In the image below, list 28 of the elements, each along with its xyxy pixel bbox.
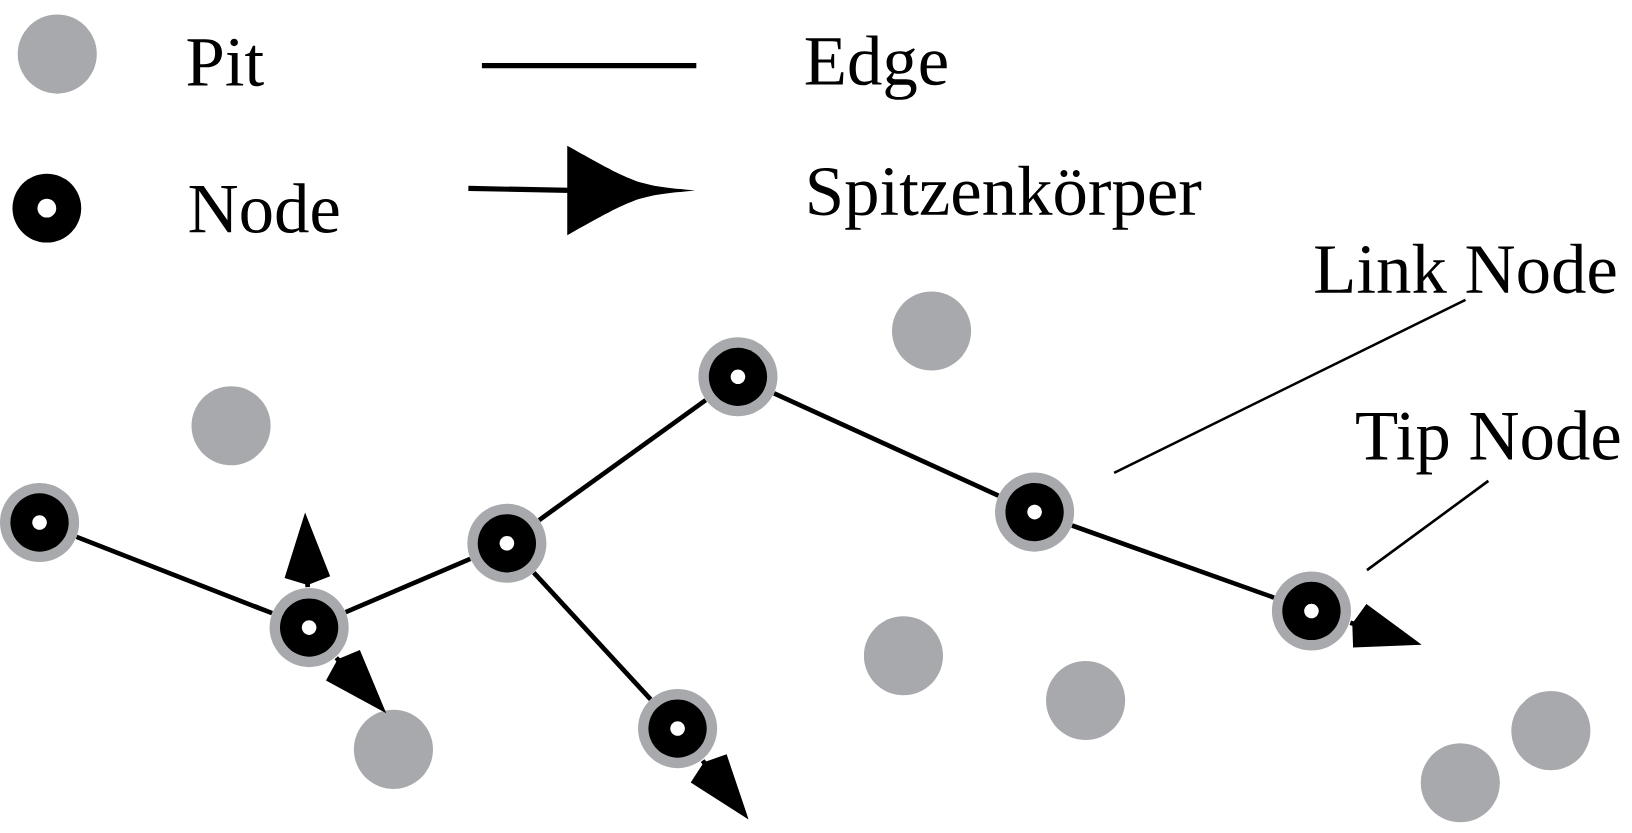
node-circle — [638, 689, 718, 769]
node-circle — [1271, 571, 1351, 651]
legend-label: Node — [189, 183, 339, 234]
pit-circle — [1420, 743, 1500, 823]
pit-circle — [353, 709, 433, 789]
edge-line — [1071, 523, 1275, 600]
node-label: Link Node — [1315, 243, 1616, 294]
node-circle — [269, 588, 349, 668]
node-label: Tip Node — [1356, 410, 1620, 475]
edge-line — [532, 570, 653, 701]
node-circle — [467, 503, 547, 583]
edge-line — [75, 534, 273, 616]
edge-line — [773, 391, 1000, 498]
pit-circle — [863, 616, 943, 696]
leader-line — [1113, 298, 1467, 475]
pit-circle — [892, 291, 972, 371]
pit-circle — [1511, 691, 1591, 771]
edge-line — [537, 398, 708, 522]
legend-label: Edge — [805, 35, 947, 100]
edge-line — [344, 556, 472, 615]
legend-label: Spitzenkörper — [809, 165, 1202, 230]
pit-circle — [1046, 660, 1126, 741]
node-circle — [0, 482, 80, 563]
pit-circle — [191, 386, 271, 466]
node-circle — [698, 337, 778, 417]
node-circle — [995, 472, 1075, 552]
legend-label: Pit — [187, 38, 264, 87]
leader-line — [1366, 479, 1490, 572]
